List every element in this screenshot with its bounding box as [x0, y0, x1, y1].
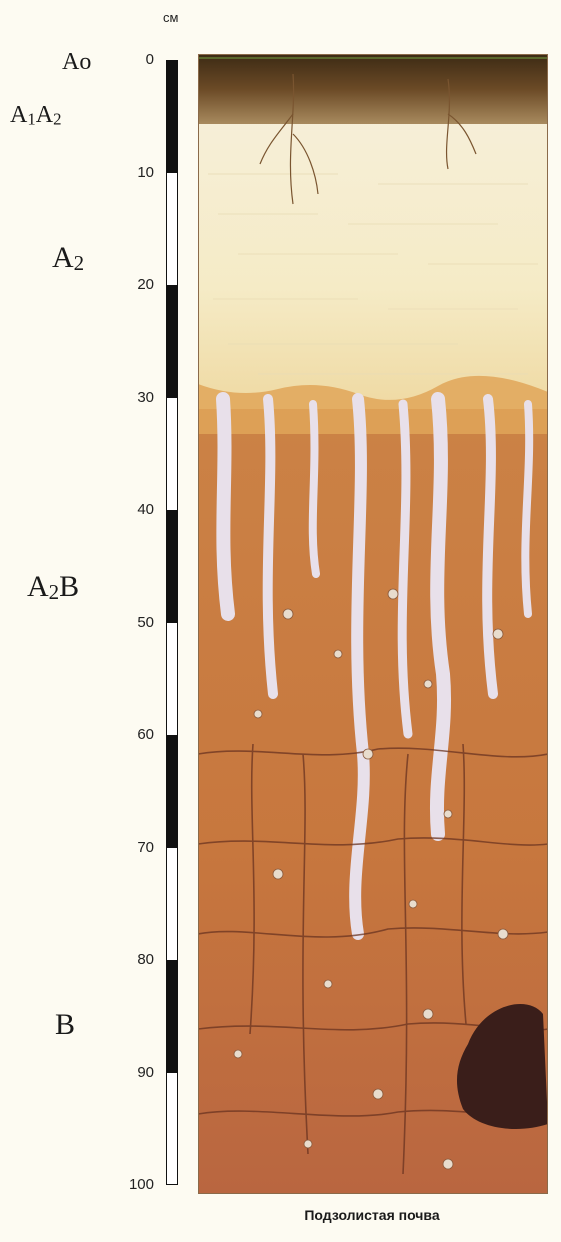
- scale-segment-dark: [167, 960, 177, 1073]
- depth-tick-label: 10: [110, 165, 154, 180]
- scale-segment-dark: [167, 735, 177, 848]
- depth-tick-label: 50: [110, 615, 154, 630]
- depth-scale-bar: [166, 60, 178, 1185]
- depth-tick-label: 30: [110, 390, 154, 405]
- depth-tick-label: 80: [110, 952, 154, 967]
- depth-tick-label: 70: [110, 840, 154, 855]
- scale-segment-dark: [167, 285, 177, 398]
- scale-segment-dark: [167, 510, 177, 623]
- depth-tick-label: 40: [110, 502, 154, 517]
- litter-humus-layer: [198, 54, 548, 124]
- depth-unit-label: см: [163, 10, 178, 25]
- horizon-label-ao: Ao: [62, 50, 91, 74]
- depth-tick-label: 0: [110, 52, 154, 67]
- scale-segment-dark: [167, 60, 177, 173]
- profile-caption: Подзолистая почва: [198, 1207, 546, 1223]
- bleached-eluvial-layer: [198, 109, 548, 409]
- horizon-label-a2b: A2B: [27, 572, 79, 603]
- horizon-label-a1a2: A1A2: [10, 103, 61, 128]
- depth-tick-label: 100: [110, 1177, 154, 1192]
- depth-tick-label: 90: [110, 1065, 154, 1080]
- soil-profile-illustration: [198, 54, 548, 1194]
- horizon-label-b: B: [55, 1010, 75, 1040]
- depth-tick-label: 60: [110, 727, 154, 742]
- horizon-label-a2: A2: [52, 243, 84, 274]
- depth-tick-label: 20: [110, 277, 154, 292]
